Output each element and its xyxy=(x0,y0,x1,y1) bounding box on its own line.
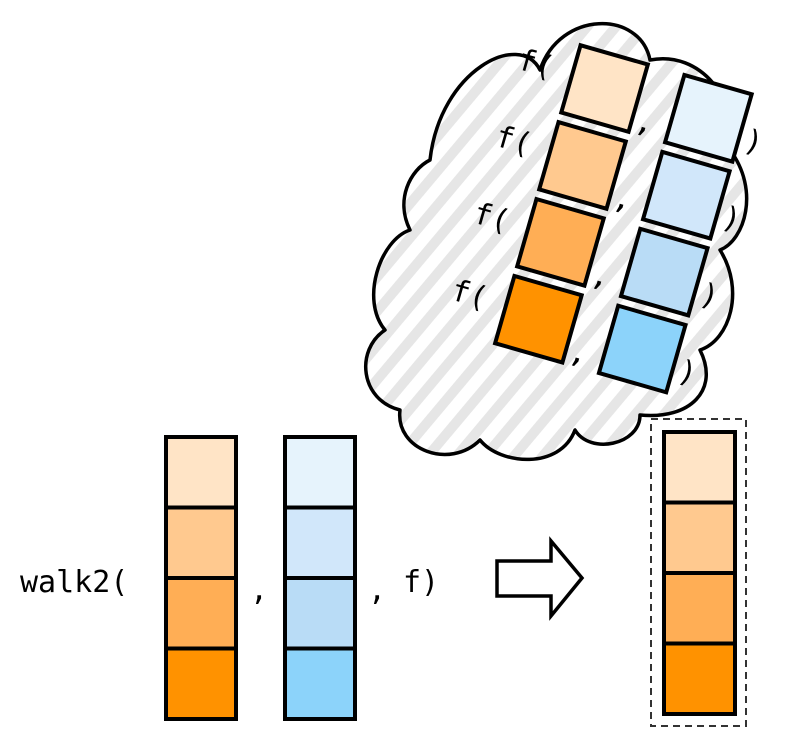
y-cell xyxy=(283,505,357,580)
close-paren: ) xyxy=(740,123,767,162)
thought-cloud: f(,)f(,)f(,)f(,) xyxy=(363,22,767,462)
right-arrow-icon xyxy=(495,536,585,621)
x-element xyxy=(558,42,651,135)
x-cell xyxy=(164,576,238,651)
output-vector xyxy=(662,430,737,716)
walk2-prefix: walk2( xyxy=(20,565,128,600)
x-element xyxy=(492,273,585,366)
y-element xyxy=(640,149,733,241)
input-vector-x xyxy=(164,435,238,721)
walk2-call: walk2( , , f) xyxy=(20,435,439,721)
x-element xyxy=(514,196,607,289)
output-cell xyxy=(662,571,737,646)
x-cell xyxy=(164,505,238,580)
function-arg: f) xyxy=(403,565,439,600)
y-element xyxy=(596,303,688,395)
separator-comma-2: , xyxy=(368,573,386,608)
y-element xyxy=(662,72,755,165)
output-cell xyxy=(662,641,737,716)
separator-comma-1: , xyxy=(250,573,268,608)
input-vector-y xyxy=(283,435,357,721)
x-cell xyxy=(164,435,238,510)
x-element xyxy=(536,119,629,212)
output-cell xyxy=(662,430,737,505)
output-dashed-box xyxy=(650,418,747,727)
thought-row: f(,) xyxy=(513,42,767,165)
x-cell xyxy=(164,646,238,721)
y-cell xyxy=(283,646,357,721)
output-cell xyxy=(662,500,737,575)
y-cell xyxy=(283,435,357,510)
y-cell xyxy=(283,576,357,651)
y-element xyxy=(618,226,711,318)
thought-row: f(,) xyxy=(491,119,745,241)
